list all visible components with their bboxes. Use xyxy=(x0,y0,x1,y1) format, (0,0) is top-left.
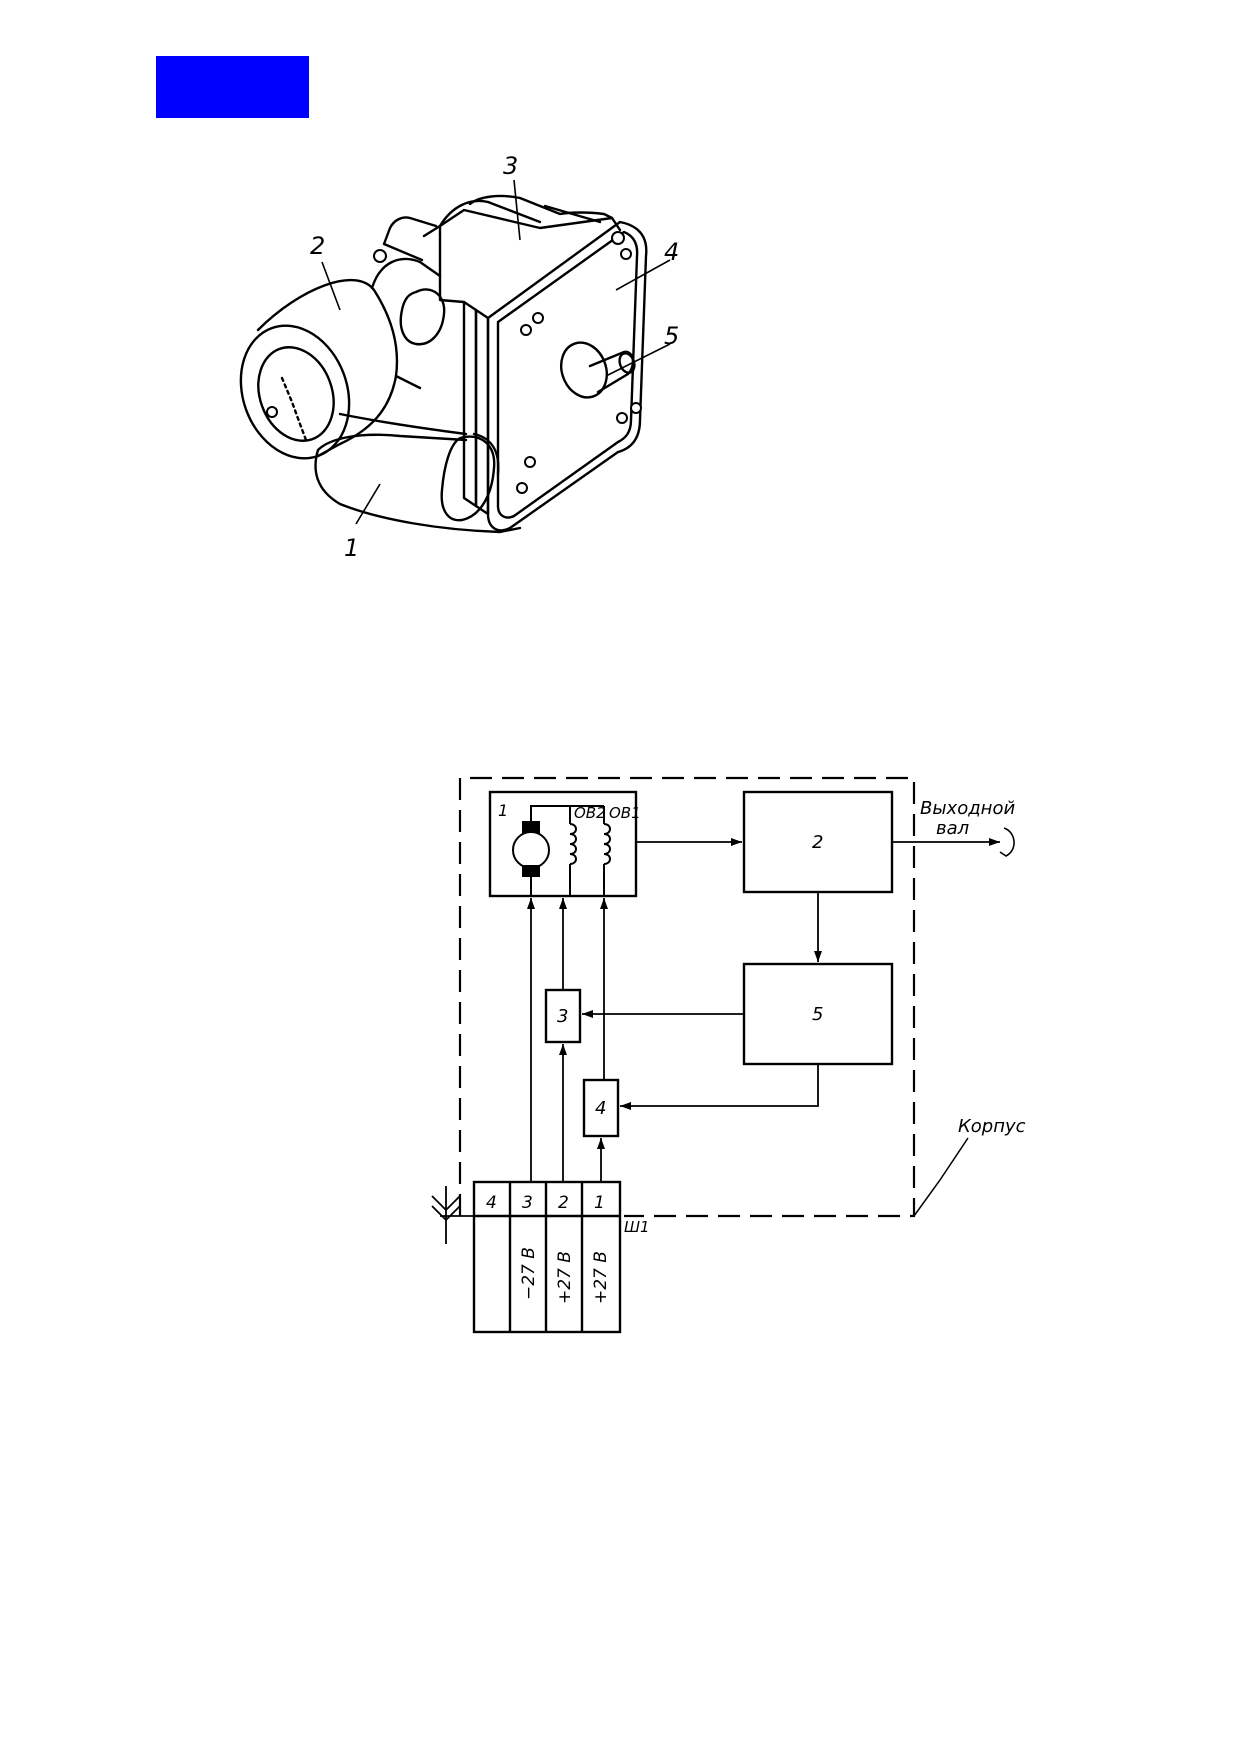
housing-label: Корпус xyxy=(958,1116,1026,1137)
motor-front-ring xyxy=(257,346,335,442)
screw xyxy=(524,456,536,468)
screw xyxy=(516,482,528,494)
ground-symbol-icon xyxy=(431,1186,474,1244)
shaft-end xyxy=(618,352,636,374)
leader-2 xyxy=(321,261,341,311)
winding-ov2-icon xyxy=(569,806,577,896)
side-cylinder xyxy=(440,435,496,522)
side-cylinder-2 xyxy=(472,432,500,476)
screw xyxy=(373,249,387,263)
housing-outline xyxy=(458,776,916,1218)
motor-internal-wire xyxy=(530,805,604,896)
block-4 xyxy=(582,1078,620,1138)
screw xyxy=(520,324,532,336)
callout-3: 3 xyxy=(503,152,518,180)
callout-2: 2 xyxy=(310,232,325,260)
connector-voltage-pin3: −27 В xyxy=(519,1247,539,1300)
block-3-label: 3 xyxy=(557,1006,568,1027)
arrow-5-to-4 xyxy=(620,1064,819,1110)
block-2-label: 2 xyxy=(812,832,823,853)
lower-housing xyxy=(314,433,522,534)
block-1-motor xyxy=(488,790,638,898)
screw xyxy=(266,406,278,418)
gearbox-body xyxy=(438,208,614,304)
leader-1 xyxy=(355,483,381,525)
callout-4: 4 xyxy=(664,238,679,266)
block-4-label: 4 xyxy=(595,1098,606,1119)
callout-1: 1 xyxy=(344,534,359,562)
connector-voltage-pin2: +27 В xyxy=(555,1251,575,1304)
leader-5 xyxy=(605,343,671,377)
motor-mount xyxy=(370,257,442,390)
connector-pin-4: 4 xyxy=(486,1193,497,1213)
winding-ov2-label: ОВ2 xyxy=(574,804,606,822)
leader-3 xyxy=(513,179,521,241)
callout-5: 5 xyxy=(664,322,679,350)
housing-top-ridge xyxy=(438,199,602,228)
connector-pin-3: 3 xyxy=(522,1193,533,1213)
gearbox-connector xyxy=(382,216,442,262)
screw xyxy=(620,248,632,260)
screw xyxy=(532,312,544,324)
shaft-boss xyxy=(560,341,608,399)
screw xyxy=(616,412,628,424)
housing-leader xyxy=(913,1137,969,1217)
leader-4 xyxy=(615,259,671,291)
rotation-arrow-icon xyxy=(999,827,1015,857)
blue-title-block xyxy=(156,56,309,118)
lower-housing-2 xyxy=(338,412,468,436)
block-1-label: 1 xyxy=(498,801,508,820)
motor-cable-wire xyxy=(280,376,308,442)
top-roller xyxy=(399,288,446,346)
front-plate xyxy=(486,220,648,532)
connector-pin-1: 1 xyxy=(594,1193,605,1213)
motor-brush-bottom xyxy=(522,865,540,877)
winding-ov1-label: ОВ1 xyxy=(609,804,641,822)
winding-ov1-icon xyxy=(603,806,611,896)
connector-voltage-pin1: +27 В xyxy=(591,1251,611,1304)
connector-name: Ш1 xyxy=(624,1218,650,1236)
connector-pin-2: 2 xyxy=(558,1193,569,1213)
screw xyxy=(630,402,642,414)
output-shaft-label-2: вал xyxy=(936,818,969,839)
front-plate-inner xyxy=(496,230,639,519)
block-5-label: 5 xyxy=(812,1004,823,1025)
screw xyxy=(611,231,625,245)
output-shaft-label-1: Выходной xyxy=(920,798,1015,819)
motor-brush-top xyxy=(522,821,540,833)
housing-top xyxy=(468,194,622,232)
motor-symbol-icon xyxy=(512,831,550,869)
